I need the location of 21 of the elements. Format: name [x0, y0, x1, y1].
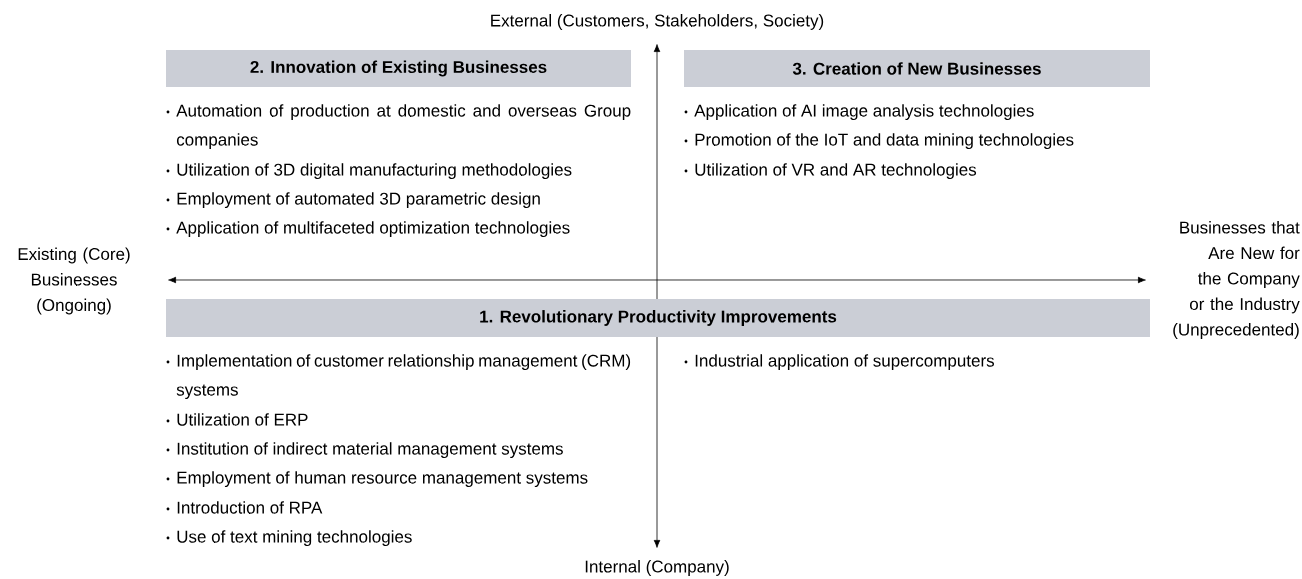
list-item: Utilization of 3D digital manufacturing methodologies: [166, 163, 572, 180]
axis-label: External (Customers, Stakeholders, Society): [491, 14, 824, 30]
list-item: Employment of human resource management systems: [166, 471, 588, 488]
list-item: Utilization of VR and AR technologies: [684, 163, 977, 180]
list-item: Promotion of the IoT and data mining technologies: [684, 133, 1074, 150]
list-item: Institution of indirect material management systems: [166, 442, 563, 459]
axis-label: Businesses that Are New for the Company or the Industry (Unprecedented): [1173, 221, 1300, 339]
list-item: Application of multifaceted optimization technologies: [166, 221, 570, 238]
list-item: Use of text mining technologies: [166, 530, 412, 547]
list-item: Industrial application of supercomputers: [684, 354, 995, 371]
list-item: Employment of automated 3D parametric design: [166, 192, 540, 209]
list-item: Implementation of customer relationship management (CRM) systems: [166, 354, 631, 400]
header-band: 2. Innovation of Existing Businesses: [166, 50, 631, 87]
list-item: Utilization of ERP: [166, 413, 308, 426]
list-item: Introduction of RPA: [166, 501, 323, 514]
axis-label: Existing (Core) Businesses (Ongoing): [18, 247, 130, 315]
list-item: Automation of production at domestic and overseas Group companies: [166, 104, 631, 150]
header-band: 3. Creation of New Businesses: [684, 50, 1150, 87]
list-item: Application of AI image analysis technologies: [684, 104, 1034, 121]
axis-label: Internal (Company): [585, 560, 729, 576]
header-band: 1. Revolutionary Productivity Improvements: [166, 299, 1150, 337]
